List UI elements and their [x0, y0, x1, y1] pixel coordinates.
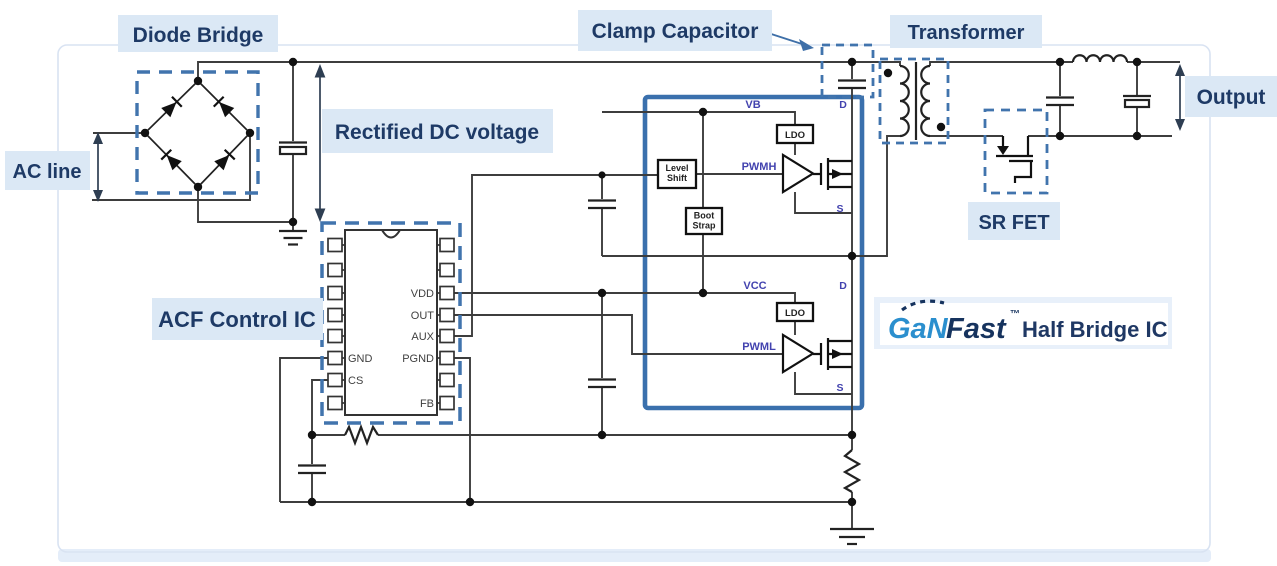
pwml-driver-triangle	[781, 333, 816, 374]
high-fet-arrow	[832, 169, 843, 179]
output-text: Output	[1197, 86, 1266, 109]
ground-symbols	[279, 229, 874, 546]
junction-dots	[140, 57, 1142, 507]
diode-bridge	[143, 79, 252, 189]
pin-gnd: GND	[348, 353, 373, 365]
boot-strap-line1: Boot	[694, 211, 715, 221]
clamp-capacitor-text: Clamp Capacitor	[592, 20, 759, 43]
rectified-dc-text: Rectified DC voltage	[335, 121, 539, 144]
logo-tm-text: ™	[1010, 309, 1020, 320]
transformer	[883, 62, 946, 140]
rectified-dc-arrow	[314, 64, 326, 222]
sr-fet	[996, 136, 1033, 183]
ganfast-swoosh	[901, 299, 945, 312]
source-resistor	[842, 449, 862, 493]
high-source-label: S	[836, 203, 843, 215]
level-shift-line2: Shift	[667, 173, 687, 183]
ldo-high-label: LDO	[785, 130, 805, 141]
ldo-low-label: LDO	[785, 308, 805, 319]
pwmh-driver-triangle	[781, 153, 816, 194]
boot-strap-line2: Strap	[692, 221, 716, 231]
low-source-label: S	[836, 382, 843, 394]
pin-pgnd: PGND	[402, 353, 434, 365]
low-side-driver	[781, 333, 852, 374]
label-diode-bridge: Diode Bridge	[118, 15, 278, 52]
diode-bridge-callout-box	[135, 70, 260, 195]
high-side-driver	[781, 153, 852, 194]
label-acf-control-ic: ACF Control IC	[152, 298, 323, 340]
low-drain-label: D	[839, 280, 847, 292]
pwml-label: PWML	[742, 341, 776, 353]
logo-half-bridge-text: Half Bridge IC	[1022, 317, 1168, 342]
ganfast-logo: GaN Fast ™ Half Bridge IC	[874, 297, 1172, 349]
primary-polarity-dot	[883, 68, 893, 78]
label-output: Output	[1185, 76, 1277, 117]
vcc-label: VCC	[743, 280, 766, 292]
label-rectified-dc: Rectified DC voltage	[322, 109, 553, 153]
ac-line-text: AC line	[13, 161, 82, 183]
output-inductor	[1071, 54, 1129, 63]
secondary-polarity-dot	[936, 122, 946, 132]
diode-bridge-text: Diode Bridge	[133, 24, 264, 47]
label-transformer: Transformer	[890, 15, 1042, 48]
logo-fast-text: Fast	[946, 313, 1007, 345]
label-clamp-capacitor: Clamp Capacitor	[578, 10, 772, 51]
low-fet-arrow	[832, 349, 843, 359]
transformer-text: Transformer	[908, 22, 1025, 44]
clamp-capacitor-callout-box	[820, 43, 875, 99]
level-shift-line1: Level	[665, 163, 688, 173]
ac-line-arrow	[93, 132, 103, 202]
boot-strap-block: Boot Strap	[684, 206, 724, 236]
pin-fb: FB	[420, 398, 434, 410]
pin-aux: AUX	[411, 331, 434, 343]
label-sr-fet: SR FET	[968, 202, 1060, 240]
label-ac-line: AC line	[5, 151, 90, 190]
signal-labels: VB PWMH VCC PWML D S D S	[742, 99, 848, 394]
ldo-high-block: LDO	[775, 123, 815, 145]
pin-out: OUT	[411, 310, 435, 322]
circuit-wires	[92, 61, 1180, 529]
sr-fet-body-arrow	[997, 146, 1009, 155]
level-shift-block: Level Shift	[656, 158, 698, 190]
pwmh-label: PWMH	[742, 161, 777, 173]
output-arrow	[1175, 64, 1185, 131]
sr-fet-callout-box	[983, 108, 1049, 195]
high-drain-label: D	[839, 99, 847, 111]
transformer-callout-box	[878, 57, 950, 145]
ldo-low-block: LDO	[775, 301, 815, 323]
acf-control-ic-text: ACF Control IC	[158, 307, 316, 332]
capacitors	[278, 62, 1151, 502]
cs-resistor	[344, 423, 379, 447]
pin-cs: CS	[348, 375, 363, 387]
pin-vdd: VDD	[411, 288, 434, 300]
half-bridge-ic-outline	[642, 94, 865, 411]
logo-gan-text: GaN	[888, 313, 949, 345]
ic-pins	[327, 237, 455, 411]
ic-notch	[381, 229, 401, 239]
vb-label: VB	[745, 99, 760, 111]
sr-fet-text: SR FET	[978, 212, 1049, 234]
acf-control-ic: VDD OUT AUX PGND FB GND CS	[320, 221, 462, 425]
